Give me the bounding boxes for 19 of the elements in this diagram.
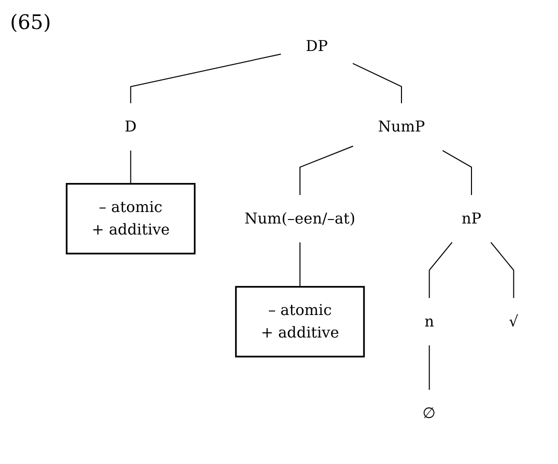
node-text: NumP bbox=[378, 118, 425, 136]
node-text: D bbox=[124, 118, 137, 136]
connector bbox=[299, 242, 300, 288]
connector bbox=[130, 54, 282, 104]
node-text: ∅ bbox=[422, 404, 436, 422]
example-number: (65) bbox=[10, 10, 52, 34]
node-box: – atomic + additive bbox=[235, 286, 365, 358]
node-text: nP bbox=[462, 210, 482, 228]
connector bbox=[428, 242, 453, 299]
node-text: n bbox=[424, 313, 434, 331]
node-box: – atomic + additive bbox=[66, 183, 196, 254]
connector bbox=[130, 150, 132, 184]
connector bbox=[299, 146, 354, 196]
node-text: √ bbox=[508, 313, 518, 331]
node-text: Num(–een/–at) bbox=[244, 210, 356, 228]
connector bbox=[352, 63, 402, 104]
node-text: DP bbox=[306, 38, 328, 56]
connector bbox=[428, 344, 430, 390]
connector bbox=[490, 242, 514, 299]
